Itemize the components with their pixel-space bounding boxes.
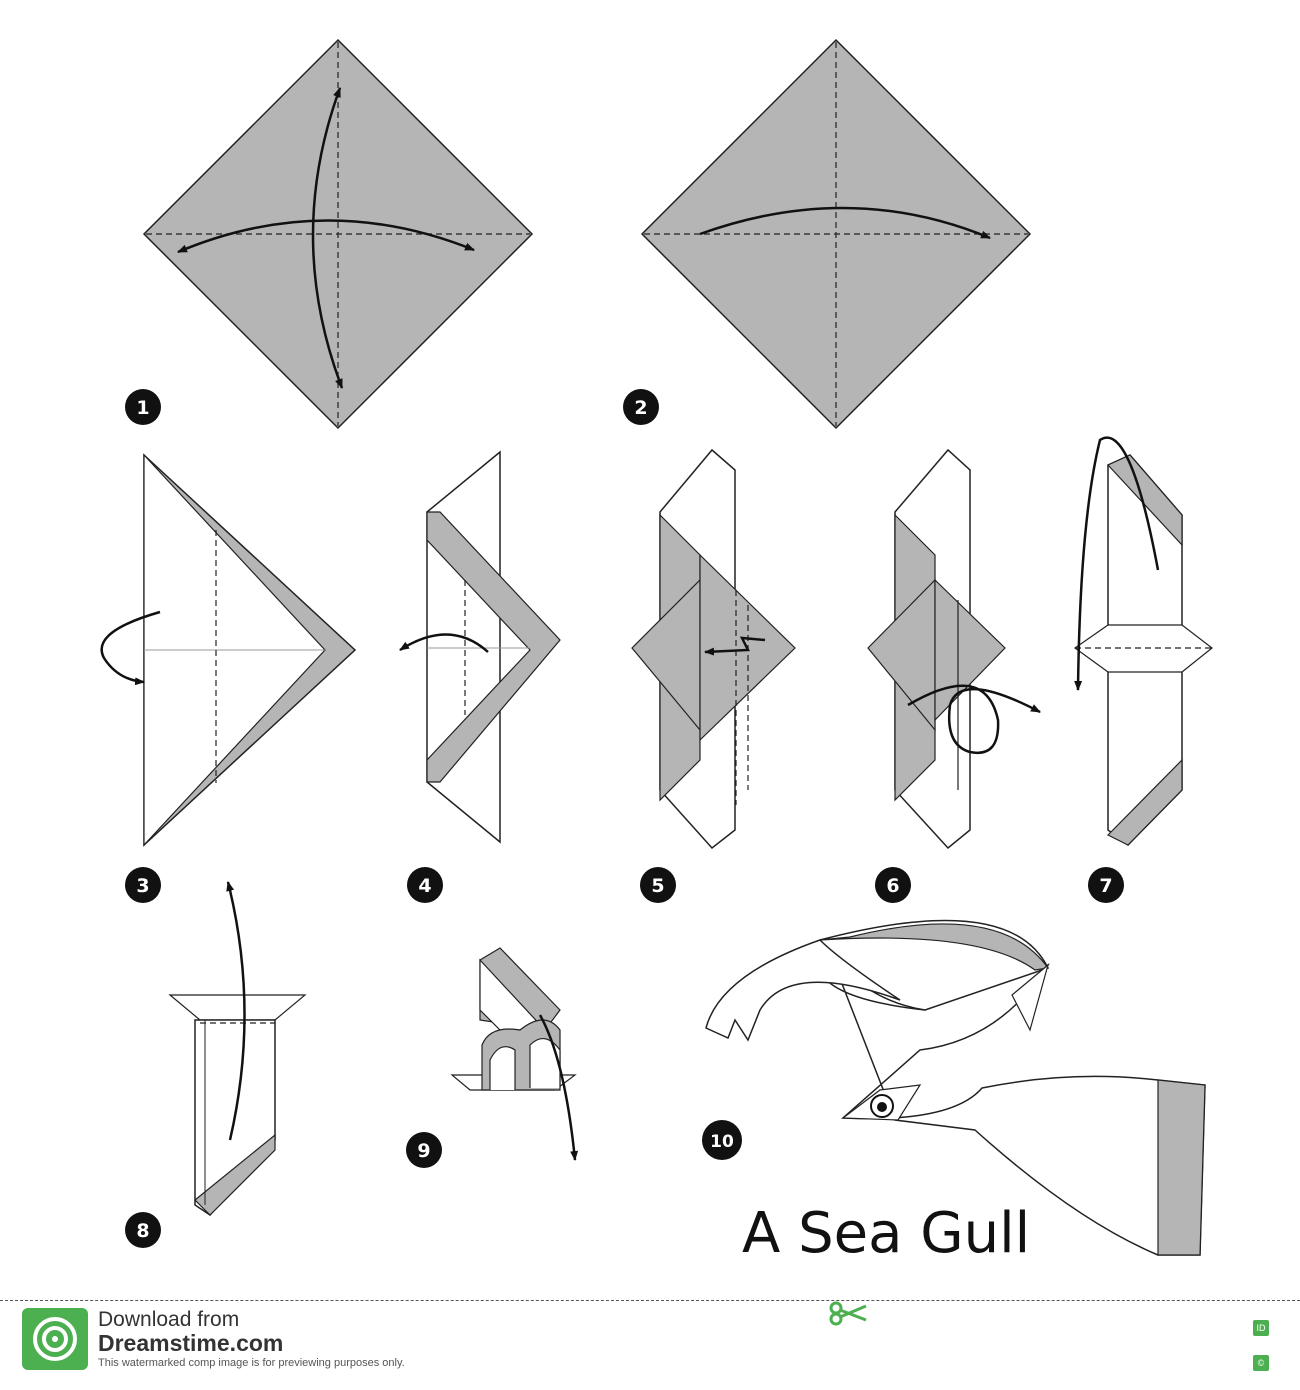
step-number-3: 3 <box>125 867 161 903</box>
id-badge: ID <box>1253 1320 1269 1336</box>
step-3-figure <box>100 453 357 847</box>
step-number-8: 8 <box>125 1212 161 1248</box>
dreamstime-logo-icon <box>22 1308 88 1370</box>
watermark-footer: Download from Dreamstime.com This waterm… <box>0 1300 1300 1390</box>
step-6-figure <box>867 448 1041 850</box>
watermark-note: This watermarked comp image is for previ… <box>98 1357 405 1369</box>
svg-text:10: 10 <box>710 1132 734 1152</box>
scissors-icon <box>829 1301 867 1326</box>
step-number-4: 4 <box>407 867 443 903</box>
svg-text:5: 5 <box>651 875 664 897</box>
svg-text:8: 8 <box>136 1220 149 1242</box>
step-10-figure <box>705 919 1206 1256</box>
step-number-10: 10 <box>702 1120 742 1160</box>
svg-text:1: 1 <box>136 397 149 419</box>
svg-text:2: 2 <box>634 397 647 419</box>
svg-text:6: 6 <box>886 875 899 897</box>
download-label: Download from <box>98 1308 240 1331</box>
footer-divider <box>0 1300 1300 1301</box>
svg-text:4: 4 <box>418 875 431 897</box>
step-5-figure <box>631 448 796 850</box>
step-number-5: 5 <box>640 867 676 903</box>
copyright-badge: © <box>1253 1355 1269 1371</box>
step-number-2: 2 <box>623 389 659 425</box>
origami-diagram: 1 2 3 4 5 6 7 8 9 10 A Sea Gull <box>100 38 1213 1266</box>
step-number-9: 9 <box>406 1132 442 1168</box>
diagram-title: A Sea Gull <box>742 1201 1030 1266</box>
step-7-figure <box>1073 436 1213 846</box>
step-number-7: 7 <box>1088 867 1124 903</box>
step-4-figure <box>399 450 561 844</box>
svg-text:9: 9 <box>417 1140 430 1162</box>
site-name[interactable]: Dreamstime.com <box>98 1330 284 1356</box>
step-number-1: 1 <box>125 389 161 425</box>
step-8-figure <box>168 881 307 1216</box>
step-2-figure <box>640 38 1032 430</box>
svg-text:7: 7 <box>1099 875 1112 897</box>
svg-text:3: 3 <box>136 875 149 897</box>
step-1-figure <box>142 38 534 430</box>
step-number-6: 6 <box>875 867 911 903</box>
step-9-figure <box>450 947 579 1161</box>
